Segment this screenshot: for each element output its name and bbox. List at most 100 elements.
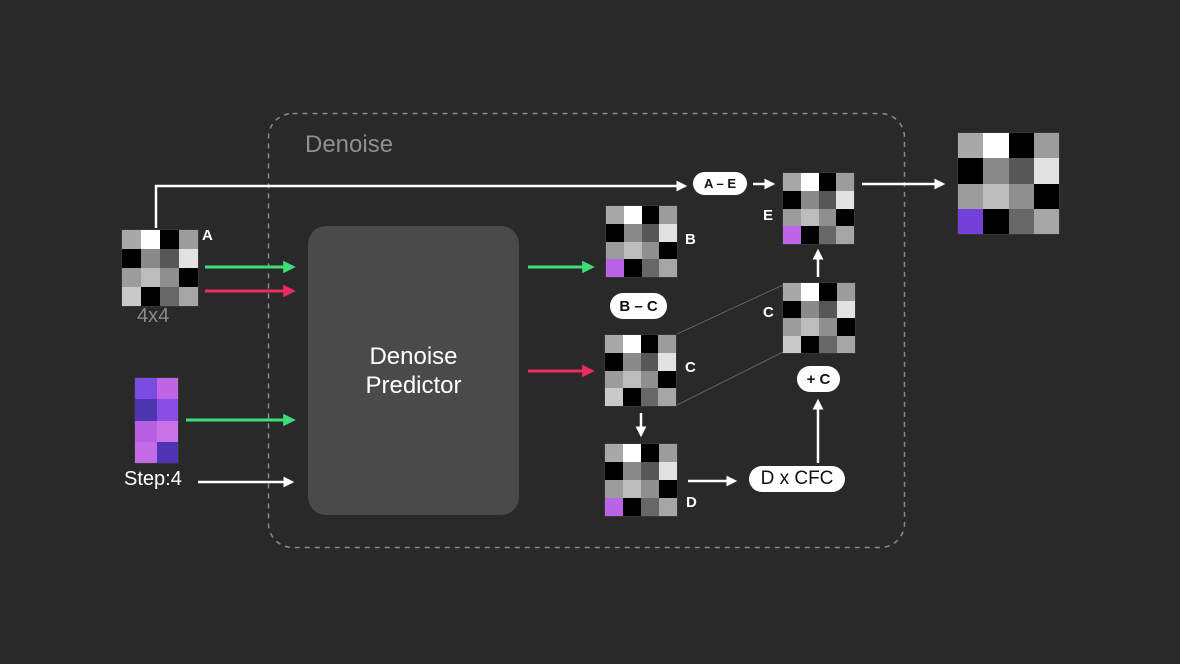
matrix-cell <box>658 388 676 406</box>
matrix-cell <box>605 370 623 389</box>
matrix-b-label: B <box>685 231 696 248</box>
matrix-cell <box>783 318 801 336</box>
matrix-cell <box>605 444 623 462</box>
matrix-cell <box>818 208 837 227</box>
copy-connector-lines <box>676 284 784 406</box>
matrix-cell <box>837 318 855 336</box>
d-x-cfc-pill: D x CFC <box>749 466 845 492</box>
matrix-cell <box>783 208 801 227</box>
matrix-cell <box>605 498 623 516</box>
matrix-cell <box>1008 158 1034 184</box>
matrix-c-copy-label: C <box>763 304 774 321</box>
matrix-cell <box>640 388 659 406</box>
matrix-cell <box>659 498 677 516</box>
matrix-cell <box>135 420 157 442</box>
matrix-cell <box>623 498 641 516</box>
matrix-cell <box>179 268 198 287</box>
step-label: Step:4 <box>124 468 182 490</box>
arrow-a-to-aminE <box>154 180 688 228</box>
predictor-label-line1: Denoise <box>369 342 458 370</box>
matrix-cell <box>836 208 854 227</box>
matrix-cell <box>605 462 623 480</box>
matrix-cell <box>783 335 801 353</box>
matrix-cell <box>622 352 641 371</box>
matrix-cell <box>659 259 677 277</box>
matrix-cell <box>819 300 837 318</box>
matrix-cell <box>983 208 1009 234</box>
matrix-cell <box>122 268 141 287</box>
matrix-cell <box>800 190 819 209</box>
matrix-cell <box>658 335 676 353</box>
a-minus-e-pill: A – E <box>693 172 747 195</box>
matrix-cell <box>783 190 801 209</box>
matrix-d-label: D <box>686 494 697 511</box>
matrix-cell <box>605 352 623 371</box>
matrix-cell <box>801 318 819 336</box>
plus-c-pill: + C <box>797 366 840 392</box>
matrix-e <box>782 172 855 245</box>
matrix-cell <box>1008 133 1034 159</box>
matrix-cell <box>983 133 1009 159</box>
matrix-cell <box>122 287 141 306</box>
matrix-cell <box>836 226 854 244</box>
matrix-a <box>121 229 199 307</box>
denoise-container-label: Denoise <box>305 131 394 158</box>
matrix-cell <box>179 230 198 249</box>
matrix-cell <box>818 173 837 191</box>
matrix-cell <box>160 249 179 268</box>
matrix-cell <box>606 259 624 277</box>
matrix-cell <box>641 498 659 516</box>
matrix-cell <box>800 208 819 227</box>
matrix-cell <box>641 444 659 462</box>
matrix-cell <box>141 249 160 268</box>
matrix-cell <box>135 378 157 400</box>
matrix-d <box>604 443 678 517</box>
matrix-cell <box>1008 183 1034 209</box>
matrix-cell <box>1008 208 1034 234</box>
matrix-cell <box>958 183 984 209</box>
matrix-cell <box>160 268 179 287</box>
matrix-cell <box>623 206 642 224</box>
matrix-size-label: 4x4 <box>137 305 170 327</box>
matrix-c-copy <box>782 282 856 354</box>
white-arrows <box>154 178 946 488</box>
matrix-cell <box>640 370 659 389</box>
matrix-cell <box>659 223 677 242</box>
matrix-cell <box>659 480 677 498</box>
matrix-cell <box>658 370 676 389</box>
matrix-cell <box>623 259 642 277</box>
matrix-cell <box>622 335 641 353</box>
matrix-cell <box>801 300 819 318</box>
matrix-cell <box>983 183 1009 209</box>
matrix-cell <box>623 444 641 462</box>
matrix-cell <box>958 208 984 234</box>
green-arrows <box>186 260 595 427</box>
matrix-cell <box>837 300 855 318</box>
matrix-cell <box>156 399 178 421</box>
matrix-cell <box>641 462 659 480</box>
matrix-cell <box>800 226 819 244</box>
matrix-cell <box>156 441 178 463</box>
predictor-label-line2: Predictor <box>365 371 462 399</box>
matrix-cell <box>801 283 819 301</box>
matrix-cell <box>819 283 837 301</box>
matrix-cell <box>1033 183 1059 209</box>
matrix-cell <box>836 190 854 209</box>
matrix-a-label: A <box>202 227 213 244</box>
matrix-cell <box>800 173 819 191</box>
matrix-cell <box>606 223 624 242</box>
matrix-cell <box>659 444 677 462</box>
matrix-cell <box>958 133 984 159</box>
matrix-cell <box>160 287 179 306</box>
matrix-cell <box>818 190 837 209</box>
step-embedding-matrix <box>134 377 179 464</box>
matrix-cell <box>640 335 659 353</box>
matrix-cell <box>179 249 198 268</box>
matrix-cell <box>658 352 676 371</box>
matrix-cell <box>983 158 1009 184</box>
matrix-cell <box>958 158 984 184</box>
matrix-cell <box>606 206 624 224</box>
matrix-cell <box>837 283 855 301</box>
